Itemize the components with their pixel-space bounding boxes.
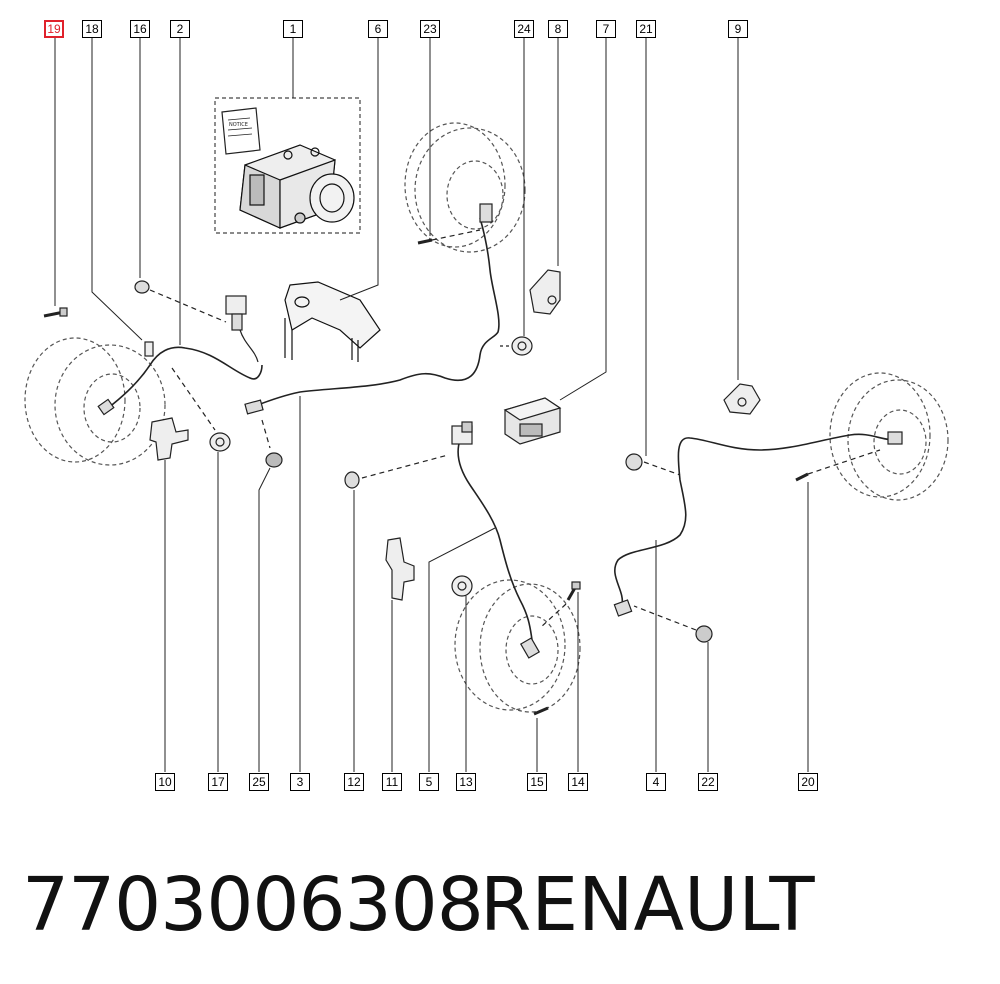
bolt-20: [795, 472, 809, 482]
rear-right-sensor-cable: [614, 433, 896, 606]
bolt-23: [417, 238, 433, 245]
dash-16: [149, 289, 227, 323]
callout-18: 18: [82, 20, 102, 38]
abs-unit-frame: [214, 97, 361, 234]
front-left-sensor: [97, 341, 154, 416]
dash-20: [807, 449, 881, 475]
callout-23: 23: [420, 20, 440, 38]
rear-right-wheel: [829, 372, 949, 501]
clip-22: [695, 625, 713, 643]
yaw-sensor-module: [503, 397, 562, 445]
callout-24: 24: [514, 20, 534, 38]
callout-20: 20: [798, 773, 818, 791]
bolt-15: [533, 706, 549, 716]
callout-12: 12: [344, 773, 364, 791]
clip-13: [451, 575, 473, 597]
callout-6: 6: [368, 20, 388, 38]
rear-left-connector: [451, 421, 473, 445]
callout-9: 9: [728, 20, 748, 38]
main-harness-cable: [249, 217, 500, 409]
callout-11: 11: [382, 773, 402, 791]
dash-23: [431, 229, 481, 241]
front-left-connector: [225, 295, 259, 363]
dash-12: [361, 454, 449, 479]
part-number: 7703006308: [22, 862, 484, 948]
dash-22: [633, 605, 697, 631]
abs-bracket: [284, 281, 381, 362]
callout-22: 22: [698, 773, 718, 791]
clip-12: [344, 471, 360, 489]
manual-booklet: [221, 107, 261, 155]
front-left-sensor-cable: [107, 346, 263, 409]
callout-5: 5: [419, 773, 439, 791]
clip-16: [134, 280, 150, 294]
rear-left-sensor-cable: [457, 439, 533, 641]
callout-3: 3: [290, 773, 310, 791]
front-right-sensor: [479, 203, 493, 223]
rear-right-sensor: [887, 431, 903, 445]
brand-name: RENAULT: [480, 862, 815, 948]
harness-connector-3: [244, 399, 264, 415]
callout-13: 13: [456, 773, 476, 791]
bracket-8: [529, 269, 561, 315]
bolt-14: [566, 581, 581, 601]
bolt-19: [43, 307, 68, 318]
rear-right-connector: [613, 599, 633, 617]
leader-lines: [54, 38, 809, 772]
manual-label: NOTICE: [229, 122, 248, 128]
callout-7: 7: [596, 20, 616, 38]
bracket-9: [723, 383, 761, 415]
callout-19: 19: [44, 20, 64, 38]
dash-14: [539, 603, 567, 629]
callout-4: 4: [646, 773, 666, 791]
callout-25: 25: [249, 773, 269, 791]
dash-17: [171, 367, 216, 431]
clip-24: [511, 336, 533, 356]
clip-17: [209, 432, 231, 452]
callout-21: 21: [636, 20, 656, 38]
clip-25: [265, 452, 283, 468]
rear-left-sensor: [519, 637, 541, 659]
dash-25: [261, 419, 271, 449]
callout-16: 16: [130, 20, 150, 38]
dash-21: [643, 461, 681, 476]
bracket-10: [149, 417, 189, 461]
abs-hydraulic-unit: [239, 144, 355, 229]
bracket-11: [385, 537, 415, 601]
callout-10: 10: [155, 773, 175, 791]
callout-17: 17: [208, 773, 228, 791]
front-right-wheel: [404, 122, 526, 253]
clip-21: [625, 453, 643, 471]
front-left-wheel: [24, 337, 166, 466]
callout-1: 1: [283, 20, 303, 38]
callout-15: 15: [527, 773, 547, 791]
callout-2: 2: [170, 20, 190, 38]
rear-left-wheel: [454, 579, 581, 713]
callout-8: 8: [548, 20, 568, 38]
callout-14: 14: [568, 773, 588, 791]
